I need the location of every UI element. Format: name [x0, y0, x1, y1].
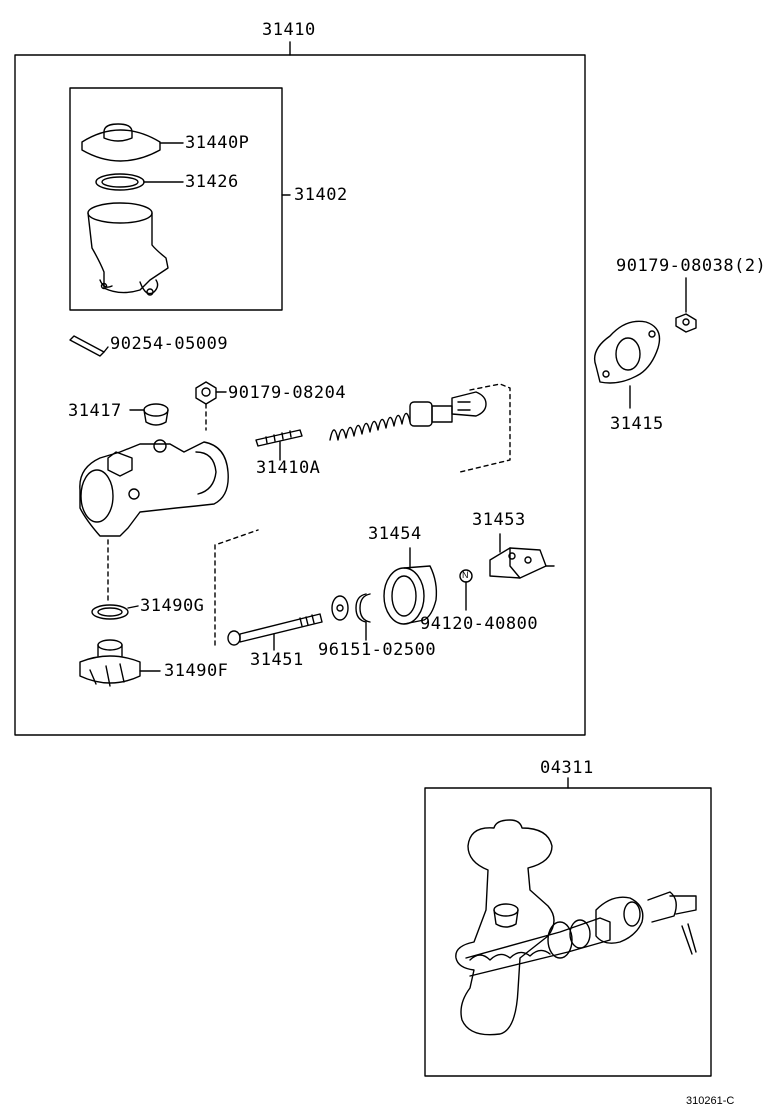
reservoir-body-drawing — [87, 202, 169, 296]
label-31402: 31402 — [294, 185, 348, 205]
label-31490F: 31490F — [164, 661, 229, 681]
assembly-box-04311 — [424, 787, 712, 1077]
clevis-drawing — [489, 533, 555, 579]
assembled-cylinder-drawing — [455, 819, 697, 1036]
plate-31415-drawing — [593, 320, 661, 409]
label-31417: 31417 — [68, 401, 122, 421]
label-90179-08204: 90179-08204 — [228, 383, 347, 403]
label-31451: 31451 — [250, 650, 304, 670]
label-94120-40800: 94120-40800 — [420, 614, 539, 634]
label-90179-08038: 90179-08038(2) — [616, 256, 766, 276]
label-31453: 31453 — [472, 510, 526, 530]
gasket-31490G-drawing — [91, 604, 139, 620]
reservoir-box-31402 — [69, 87, 283, 311]
plug-31490F-drawing — [79, 639, 161, 687]
pushrod-drawing — [227, 613, 323, 651]
pin-drawing — [69, 335, 109, 357]
grommet-drawing — [129, 403, 169, 426]
reservoir-cap-drawing — [81, 123, 184, 162]
cylinder-body-drawing — [79, 439, 229, 601]
washer-snapring-drawing — [331, 593, 371, 641]
spring-piston-drawing — [329, 383, 511, 473]
assembly-box-31410 — [14, 54, 586, 736]
label-31426: 31426 — [185, 172, 239, 192]
label-96151-02500: 96151-02500 — [318, 640, 437, 660]
stud-31410A-drawing — [255, 429, 303, 461]
boot-drawing — [383, 547, 438, 625]
label-31410A: 31410A — [256, 458, 321, 478]
label-31490G: 31490G — [140, 596, 205, 616]
label-31415: 31415 — [610, 414, 664, 434]
gasket-drawing — [95, 173, 184, 191]
nut-94120-drawing — [459, 569, 473, 611]
nut-08204-drawing — [195, 381, 227, 431]
diagram-code: 310261-C — [686, 1095, 735, 1107]
label-31410: 31410 — [262, 20, 316, 40]
dashed-bracket — [214, 529, 259, 646]
label-90254-05009: 90254-05009 — [110, 334, 229, 354]
label-04311: 04311 — [540, 758, 594, 778]
label-31454: 31454 — [368, 524, 422, 544]
n-marker: N — [462, 570, 469, 580]
label-31440P: 31440P — [185, 133, 250, 153]
nut-08038-drawing — [675, 277, 697, 333]
